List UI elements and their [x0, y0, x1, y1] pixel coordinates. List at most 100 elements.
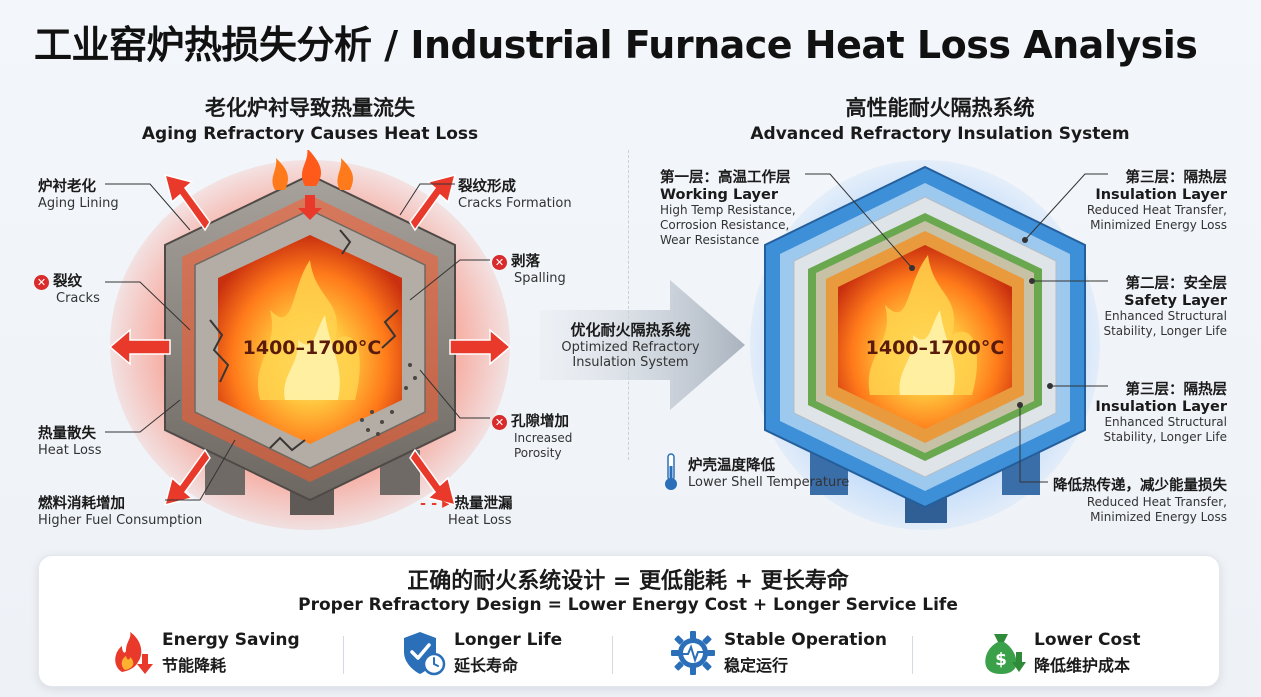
feature-stable-operation: Stable Operation 稳定运行	[670, 628, 887, 678]
label-fuel-zh: 燃料消耗增加	[38, 496, 125, 512]
right-heading-zh: 高性能耐火隔热系统	[845, 96, 1035, 120]
crack-mark	[209, 319, 230, 383]
heat-arrow-up-right	[409, 173, 457, 232]
label-layer2-d1: Enhanced Structural	[1104, 309, 1227, 323]
label-spalling-zh: 剥落	[511, 254, 540, 270]
label-aging-en: Aging Lining	[38, 196, 119, 211]
label-insulation-layer-bottom: 第三层：隔热层 Insulation Layer Enhanced Struct…	[1050, 378, 1227, 445]
feature-energy-en: Energy Saving	[162, 630, 300, 650]
heat-in-arrow	[298, 195, 322, 220]
label-reduce-zh: 降低热传递，减少能量损失	[1053, 478, 1227, 494]
crack-mark	[381, 309, 399, 349]
label-spalling: ✕剥落 Spalling	[492, 250, 566, 286]
heat-arrow-down-right	[409, 448, 457, 507]
middle-label-en1: Optimized Refractory	[561, 340, 700, 355]
label-layer2-d2: Stability, Longer Life	[1103, 324, 1227, 338]
label-crackform-zh: 裂纹形成	[458, 179, 516, 195]
label-layer3b-en: Insulation Layer	[1095, 399, 1227, 415]
flame-core	[899, 310, 955, 395]
x-icon: ✕	[492, 254, 507, 270]
gear-pulse-icon	[671, 631, 715, 675]
crack-mark	[269, 436, 306, 452]
svg-text:$: $	[995, 650, 1007, 670]
label-porosity: ✕孔隙增加 Increased Porosity	[492, 410, 572, 461]
label-layer3a-zh: 第三层：隔热层	[1125, 170, 1228, 186]
label-working-layer: 第一层：高温工作层 Working Layer High Temp Resist…	[660, 166, 796, 248]
feature-energy-zh: 节能降耗	[162, 656, 227, 675]
label-heat-loss: 热量散失 Heat Loss	[38, 422, 101, 458]
right-heading-en: Advanced Refractory Insulation System	[750, 124, 1130, 144]
label-heatloss-en: Heat Loss	[38, 443, 102, 458]
flame-core	[284, 315, 340, 400]
heat-loss-arrows	[110, 173, 512, 507]
label-shell-zh: 炉壳温度降低	[688, 458, 775, 474]
thermometer-icon	[665, 453, 677, 490]
label-layer1-en: Working Layer	[660, 187, 778, 203]
label-cracks-zh: 裂纹	[53, 274, 82, 290]
summary-zh: 正确的耐火系统设计 = 更低能耗 + 更长寿命	[407, 569, 849, 594]
summary-en: Proper Refractory Design = Lower Energy …	[298, 595, 958, 615]
label-layer1-zh: 第一层：高温工作层	[660, 170, 791, 186]
advanced-furnace-illustration	[750, 160, 1100, 530]
label-porosity-en1: Increased	[514, 431, 573, 445]
right-leader-lines	[805, 173, 1108, 483]
label-reduce-d2: Minimized Energy Loss	[1090, 510, 1227, 524]
aging-furnace-illustration	[110, 150, 512, 530]
money-bag-icon: $	[985, 634, 1026, 674]
label-layer3b-d1: Enhanced Structural	[1104, 415, 1227, 429]
label-leak-zh: 热量泄漏	[454, 496, 513, 512]
feature-divider	[912, 636, 913, 674]
feature-cost-en: Lower Cost	[1034, 630, 1141, 650]
feature-life-zh: 延长寿命	[454, 656, 519, 675]
label-aging-zh: 炉衬老化	[38, 179, 96, 195]
right-temperature: 1400–1700°C	[865, 337, 1005, 359]
label-layer1-d2: Corrosion Resistance,	[660, 218, 790, 232]
label-shell-en: Lower Shell Temperature	[688, 475, 850, 490]
label-layer3b-zh: 第三层：隔热层	[1125, 382, 1228, 398]
feature-divider	[612, 636, 613, 674]
flame-down-icon	[115, 632, 153, 674]
label-crackform-en: Cracks Formation	[458, 196, 572, 211]
crack-mark	[339, 229, 352, 255]
label-heatloss-zh: 热量散失	[38, 426, 96, 442]
left-heading-zh: 老化炉衬导致热量流失	[205, 96, 415, 120]
feature-stable-en: Stable Operation	[724, 630, 888, 650]
left-heading-en: Aging Refractory Causes Heat Loss	[141, 124, 479, 144]
feature-divider	[343, 636, 344, 674]
label-heat-leak: - - ▸ 热量泄漏 Heat Loss	[420, 492, 512, 528]
label-insulation-layer-top: 第三层：隔热层 Insulation Layer Reduced Heat Tr…	[1050, 166, 1227, 233]
middle-label-zh: 优化耐火隔热系统	[570, 321, 691, 339]
label-layer2-zh: 第二层：安全层	[1125, 276, 1228, 292]
label-layer3b-d2: Stability, Longer Life	[1103, 430, 1227, 444]
heat-arrow-right	[449, 328, 512, 366]
label-cracks: ✕裂纹 Cracks	[34, 270, 100, 306]
middle-label-en2: Insulation System	[572, 355, 689, 370]
left-leader-lines	[105, 183, 490, 501]
page-title: 工业窑炉热损失分析 / Industrial Furnace Heat Loss…	[34, 23, 1198, 67]
feature-longer-life: Longer Life 延长寿命	[400, 628, 562, 678]
porosity-dots	[360, 363, 417, 436]
feature-energy-saving: Energy Saving 节能降耗	[108, 628, 300, 678]
label-shell-temp: 炉壳温度降低 Lower Shell Temperature	[688, 454, 849, 490]
transition-arrow	[540, 280, 745, 410]
feature-lower-cost: $ Lower Cost 降低维护成本	[980, 628, 1140, 678]
label-fuel-en: Higher Fuel Consumption	[38, 513, 203, 528]
right-heading: 高性能耐火隔热系统 Advanced Refractory Insulation…	[740, 92, 1140, 144]
label-fuel: 燃料消耗增加 Higher Fuel Consumption	[38, 492, 202, 528]
dashed-arrow-icon: - - ▸	[420, 496, 455, 512]
label-layer2-en: Safety Layer	[1124, 293, 1227, 309]
label-layer3a-en: Insulation Layer	[1095, 187, 1227, 203]
feature-cost-zh: 降低维护成本	[1034, 656, 1131, 675]
label-porosity-zh: 孔隙增加	[511, 414, 569, 430]
label-safety-layer: 第二层：安全层 Safety Layer Enhanced Structural…	[1050, 272, 1227, 339]
label-porosity-en2: Porosity	[514, 446, 562, 460]
heat-arrow-left	[110, 328, 171, 366]
label-spalling-en: Spalling	[514, 271, 566, 286]
label-layer1-d1: High Temp Resistance,	[660, 203, 796, 217]
shield-clock-icon	[404, 632, 446, 676]
top-flame-icons	[272, 150, 354, 190]
left-temperature: 1400–1700°C	[242, 337, 382, 359]
feature-stable-zh: 稳定运行	[724, 656, 789, 675]
section-divider	[628, 150, 629, 460]
left-heading: 老化炉衬导致热量流失 Aging Refractory Causes Heat …	[130, 92, 490, 144]
